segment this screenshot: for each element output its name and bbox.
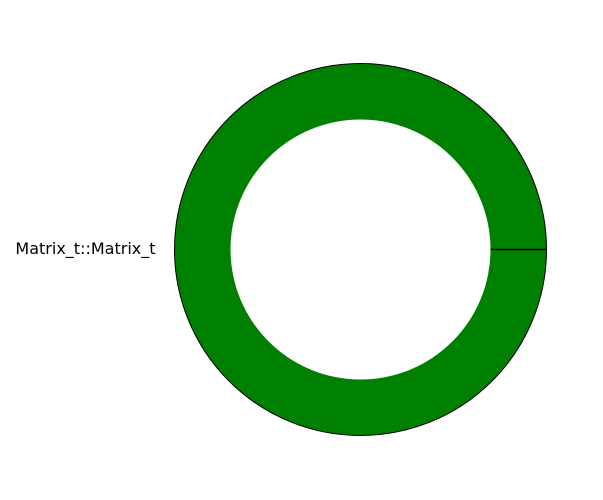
slice-label-0: Matrix_t::Matrix_t bbox=[15, 239, 155, 259]
donut-slice-0 bbox=[174, 63, 547, 436]
slices-layer bbox=[174, 63, 547, 436]
labels-layer: Matrix_t::Matrix_t bbox=[15, 239, 155, 259]
